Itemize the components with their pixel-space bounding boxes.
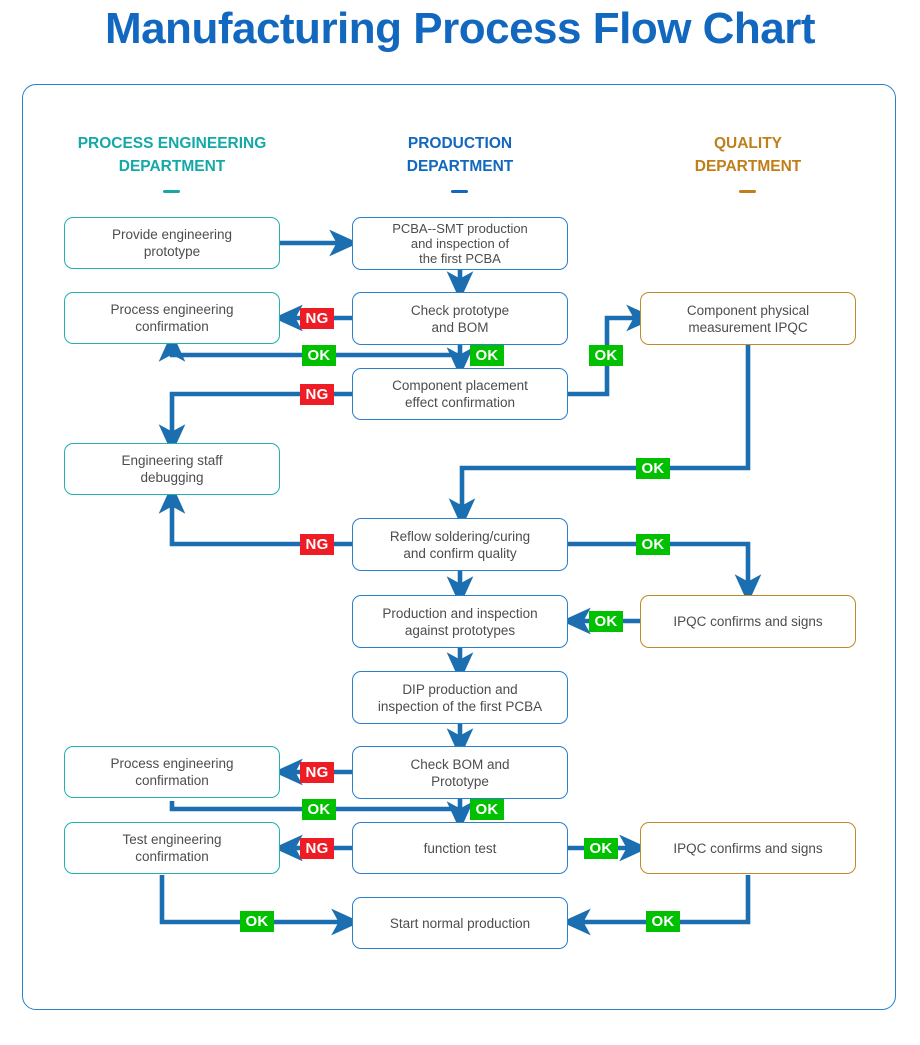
node-dip-production[interactable]: DIP production and inspection of the fir…	[352, 671, 568, 724]
node-test-engineering-confirmation[interactable]: Test engineering confirmation	[64, 822, 280, 874]
badge-ok-check-bom-down: OK	[470, 799, 504, 820]
badge-ng-check-bom: NG	[300, 762, 334, 783]
conn-test-eng-to-start	[159, 875, 361, 936]
badge-ok-ipqc-1-to-production: OK	[589, 611, 623, 632]
badge-ok-component-measurement-down: OK	[636, 458, 670, 479]
node-check-bom-and-prototype[interactable]: Check BOM and Prototype	[352, 746, 568, 799]
conn-pe-confirm-1-ok-loop	[158, 332, 460, 362]
conn-pe-confirm-2-ok-loop	[169, 801, 460, 812]
badge-ok-check-prototype-down: OK	[470, 345, 504, 366]
node-pcba-smt-production[interactable]: PCBA--SMT production and inspection of t…	[352, 217, 568, 270]
badge-ok-to-component-measurement: OK	[589, 345, 623, 366]
node-component-placement-effect[interactable]: Component placement effect confirmation	[352, 368, 568, 420]
badge-ok-process-eng-confirm-1: OK	[302, 345, 336, 366]
node-component-physical-measurement-ipqc[interactable]: Component physical measurement IPQC	[640, 292, 856, 345]
column-header-quality: QUALITY DEPARTMENT	[694, 135, 802, 175]
badge-ng-function-test: NG	[300, 838, 334, 859]
conn-ipqc-2-to-start	[561, 875, 751, 936]
column-dash-quality	[739, 190, 756, 193]
page-title: Manufacturing Process Flow Chart	[104, 4, 816, 53]
badge-ok-function-test-to-ipqc: OK	[584, 838, 618, 859]
badge-ok-ipqc-2-to-start: OK	[646, 911, 680, 932]
conn-component-measurement-ok-down	[448, 345, 751, 528]
badge-ng-reflow-soldering: NG	[300, 534, 334, 555]
node-engineering-staff-debugging[interactable]: Engineering staff debugging	[64, 443, 280, 495]
column-header-production: PRODUCTION DEPARTMENT	[406, 135, 514, 175]
node-process-engineering-confirmation-1[interactable]: Process engineering confirmation	[64, 292, 280, 344]
badge-ng-check-prototype: NG	[300, 308, 334, 329]
node-ipqc-confirms-and-signs-2[interactable]: IPQC confirms and signs	[640, 822, 856, 874]
badge-ok-reflow-to-ipqc: OK	[636, 534, 670, 555]
node-reflow-soldering-curing[interactable]: Reflow soldering/curing and confirm qual…	[352, 518, 568, 571]
badge-ok-process-eng-confirm-2: OK	[302, 799, 336, 820]
conn-reflow-ng	[158, 484, 352, 547]
node-process-engineering-confirmation-2[interactable]: Process engineering confirmation	[64, 746, 280, 798]
node-start-normal-production[interactable]: Start normal production	[352, 897, 568, 949]
column-header-process-engineering: PROCESS ENGINEERING DEPARTMENT	[77, 135, 267, 175]
node-provide-engineering-prototype[interactable]: Provide engineering prototype	[64, 217, 280, 269]
node-production-against-prototypes[interactable]: Production and inspection against protot…	[352, 595, 568, 648]
badge-ok-test-eng-to-start: OK	[240, 911, 274, 932]
node-check-prototype-and-bom[interactable]: Check prototype and BOM	[352, 292, 568, 345]
conn-reflow-ok-to-ipqc	[568, 541, 762, 604]
node-ipqc-confirms-and-signs-1[interactable]: IPQC confirms and signs	[640, 595, 856, 648]
conn-component-placement-ng	[158, 391, 352, 454]
badge-ng-component-placement: NG	[300, 384, 334, 405]
node-function-test[interactable]: function test	[352, 822, 568, 874]
column-dash-production	[451, 190, 468, 193]
column-dash-process-engineering	[163, 190, 180, 193]
